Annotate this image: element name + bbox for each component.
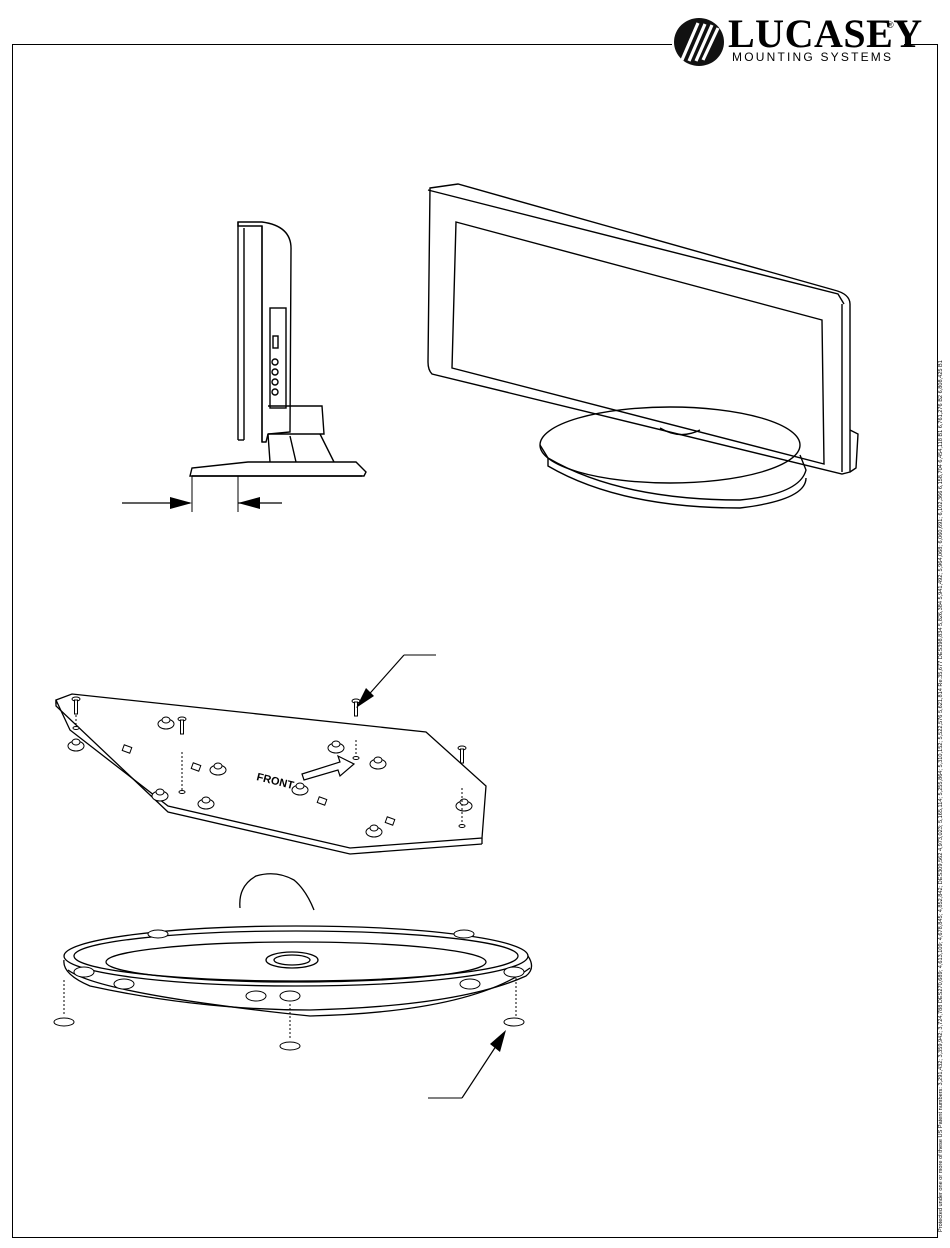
page-border bbox=[12, 44, 938, 1238]
brand-logo: LUCASEY ® MOUNTING SYSTEMS bbox=[672, 12, 922, 70]
logo-tagline: MOUNTING SYSTEMS bbox=[732, 50, 894, 64]
registered-mark: ® bbox=[887, 20, 894, 30]
feet-callout-leader bbox=[428, 1030, 506, 1099]
width-dimension-arrows bbox=[122, 476, 282, 512]
logo-emblem-icon bbox=[674, 18, 724, 66]
screw-callout-leader bbox=[356, 654, 436, 708]
rubber-foot-icons bbox=[53, 1017, 525, 1051]
screw-icons bbox=[71, 696, 467, 828]
logo-wordmark: LUCASEY bbox=[728, 11, 923, 56]
